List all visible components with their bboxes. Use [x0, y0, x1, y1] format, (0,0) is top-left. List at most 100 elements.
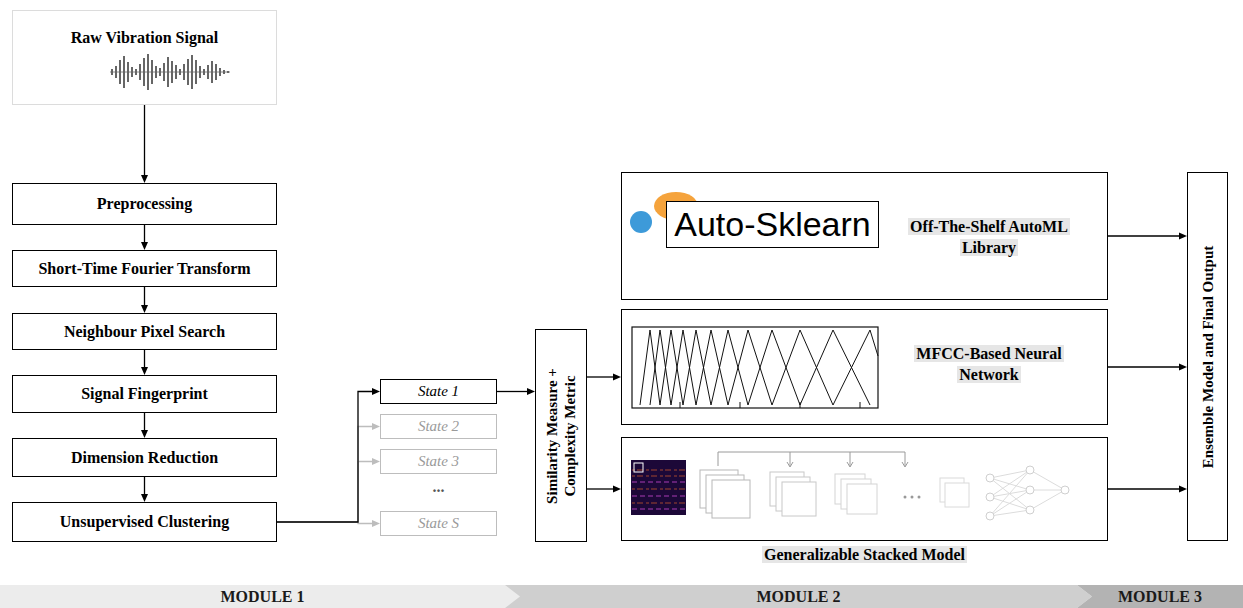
- waveform-bars: [112, 54, 228, 90]
- arrowhead: [527, 388, 535, 395]
- mod-node: MODULE 2: [505, 585, 1092, 608]
- spectrogram-streaks: [632, 470, 685, 503]
- logo-node: Auto-Sklearn: [666, 201, 879, 248]
- arrowhead: [141, 367, 148, 375]
- connector: [144, 477, 145, 496]
- arrowhead: [141, 305, 148, 313]
- box-node: Dimension Reduction: [12, 438, 277, 477]
- node-text: Auto-Sklearn: [674, 205, 871, 244]
- arrowhead: [613, 486, 621, 493]
- node-text: Dimension Reduction: [71, 449, 218, 467]
- state-node: State 3: [380, 449, 497, 474]
- arrowhead: [1179, 364, 1187, 371]
- arrowhead: [1179, 233, 1187, 240]
- node-text: State S: [418, 515, 459, 532]
- rot-node: Ensemble Model and Final Output: [1187, 172, 1228, 541]
- skip-heads: [787, 462, 908, 467]
- connector: [144, 413, 145, 432]
- black-connectors: [141, 105, 1187, 522]
- node-text: MFCC-Based Neural Network: [914, 345, 1063, 383]
- node-text: Neighbour Pixel Search: [64, 323, 225, 341]
- skip-connections: [718, 452, 905, 466]
- connector: [144, 225, 145, 244]
- connector: [1108, 488, 1181, 489]
- state-node: State 2: [380, 414, 497, 439]
- filterbank-frame: [632, 327, 878, 408]
- waveform: [110, 54, 230, 90]
- arrowhead: [141, 494, 148, 502]
- layer: [847, 484, 877, 514]
- layer: [782, 482, 816, 516]
- neuron: [1026, 486, 1034, 494]
- node-text: Raw Vibration Signal: [71, 29, 219, 46]
- layer: [712, 480, 750, 518]
- filterbank-ticks: [680, 402, 860, 408]
- node-text: State 1: [418, 383, 459, 400]
- node-text: MODULE 1: [221, 588, 305, 606]
- node-text: State 3: [418, 453, 459, 470]
- connector: [587, 488, 615, 489]
- node-text: Signal Fingerprint: [81, 385, 208, 403]
- arrowhead: [141, 242, 148, 250]
- box-node: Preprocessing: [12, 183, 277, 225]
- connector: [144, 105, 145, 177]
- node-text: Unsupervised Clustering: [60, 513, 229, 531]
- connector: [277, 462, 374, 523]
- mod-node: MODULE 3: [1077, 585, 1243, 608]
- connector: [497, 391, 529, 392]
- connector: [144, 350, 145, 369]
- dot: [904, 496, 907, 499]
- ellipsis-label: ...: [380, 478, 497, 496]
- spectrogram-image: [631, 460, 686, 515]
- dot: [918, 496, 921, 499]
- chevron-shape: [0, 585, 525, 608]
- spectrogram-streaks-2: [632, 482, 685, 509]
- node-text: Short-Time Fourier Transform: [38, 260, 250, 278]
- box-node: Signal Fingerprint: [12, 375, 277, 413]
- neuron: [1026, 466, 1034, 474]
- connector: [587, 376, 615, 377]
- state-node: State S: [380, 511, 497, 536]
- spectrogram: [631, 460, 686, 515]
- arrowhead: [372, 423, 380, 430]
- dot: [911, 496, 914, 499]
- text-wrap: Raw Vibration Signal: [13, 29, 276, 47]
- chevron-shape: [1077, 585, 1243, 608]
- rot-node: Similarity Measure + Complexity Metric: [535, 329, 587, 542]
- raw-node: Raw Vibration Signal: [12, 10, 277, 105]
- arrowhead: [1179, 486, 1187, 493]
- text-wrap: Ensemble Model and Final Output: [1199, 179, 1217, 534]
- arrowhead: [372, 388, 380, 395]
- mel-filterbank: [632, 327, 878, 408]
- node-text: MODULE 3: [1118, 588, 1202, 606]
- arrowhead: [372, 520, 380, 527]
- side-node: Off-The-Shelf AutoML Library Auto-Sklearn: [621, 172, 1108, 300]
- connector: [1108, 366, 1181, 367]
- kernel-square: [634, 463, 643, 472]
- below-node: Generalizable Stacked Model: [621, 437, 1108, 541]
- box-node: Neighbour Pixel Search: [12, 313, 277, 350]
- dense-links: [990, 470, 1065, 516]
- node-text: Ensemble Model and Final Output: [1200, 245, 1216, 468]
- connector: [277, 427, 374, 523]
- box-node: Short-Time Fourier Transform: [12, 250, 277, 287]
- text-wrap: Off-The-Shelf AutoML Library: [884, 217, 1094, 259]
- neuron: [1061, 486, 1069, 494]
- state-node: State 1: [380, 379, 497, 404]
- grey-connectors: [277, 423, 380, 527]
- connector: [144, 287, 145, 307]
- arrowhead: [141, 430, 148, 438]
- arrowhead: [613, 374, 621, 381]
- neuron: [986, 493, 994, 501]
- connector: [1108, 235, 1181, 236]
- node-text: Generalizable Stacked Model: [762, 546, 967, 563]
- chevron-shape: [505, 585, 1092, 608]
- text-wrap: MFCC-Based Neural Network: [884, 344, 1094, 386]
- node-text: MODULE 2: [757, 588, 841, 606]
- layer: [945, 483, 969, 507]
- box-node: Unsupervised Clustering: [12, 502, 277, 542]
- mod-node: MODULE 1: [0, 585, 525, 608]
- connector: [277, 392, 374, 523]
- stacked-layers: [700, 452, 1069, 520]
